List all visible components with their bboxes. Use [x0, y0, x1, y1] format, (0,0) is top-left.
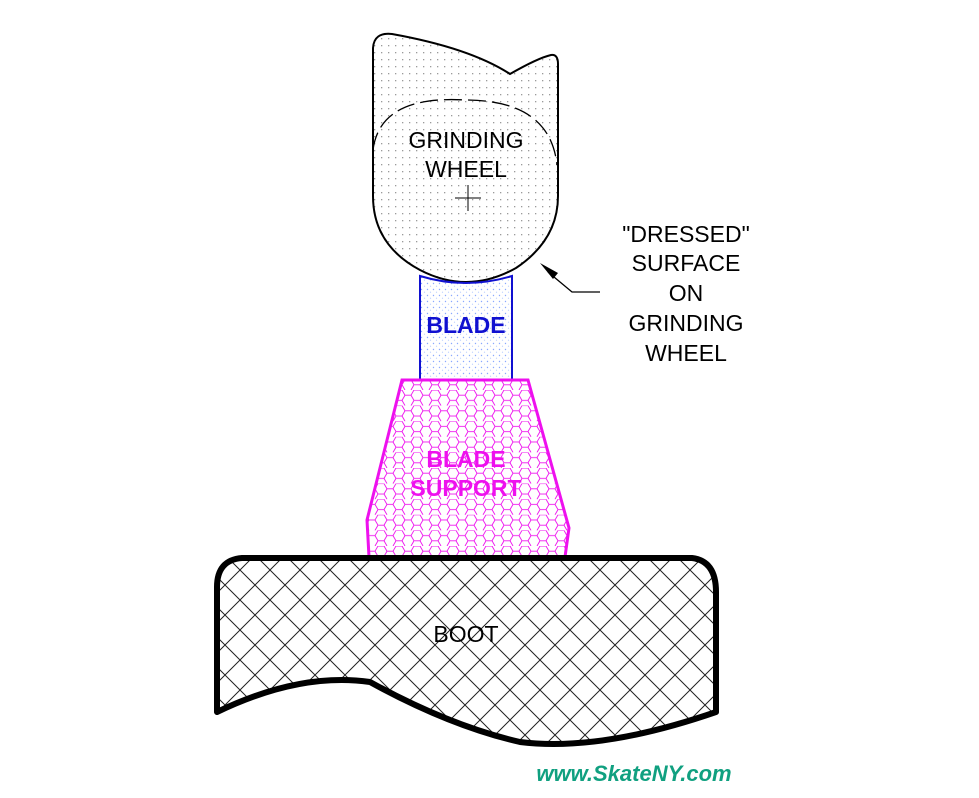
dressed-surface-label-line5: WHEEL	[645, 340, 727, 366]
dressed-surface-arrow	[540, 263, 600, 293]
dressed-surface-label-line2: SURFACE	[632, 250, 741, 276]
boot-label: BOOT	[433, 621, 498, 647]
blade-support-label-line2: SUPPORT	[410, 475, 521, 501]
blade	[419, 274, 513, 381]
blade-label: BLADE	[426, 312, 505, 338]
dressed-surface-label-line3: ON	[669, 280, 704, 306]
grinding-wheel-label-line1: GRINDING	[409, 127, 524, 153]
blade-support-label-line1: BLADE	[426, 446, 505, 472]
boot	[214, 555, 719, 747]
dressed-surface-label-line4: GRINDING	[629, 310, 744, 336]
dressed-surface-label-line1: "DRESSED"	[622, 221, 750, 247]
website-credit: www.SkateNY.com	[536, 761, 731, 786]
grinding-wheel-label-line2: WHEEL	[425, 156, 507, 182]
grinding-wheel	[372, 32, 559, 283]
